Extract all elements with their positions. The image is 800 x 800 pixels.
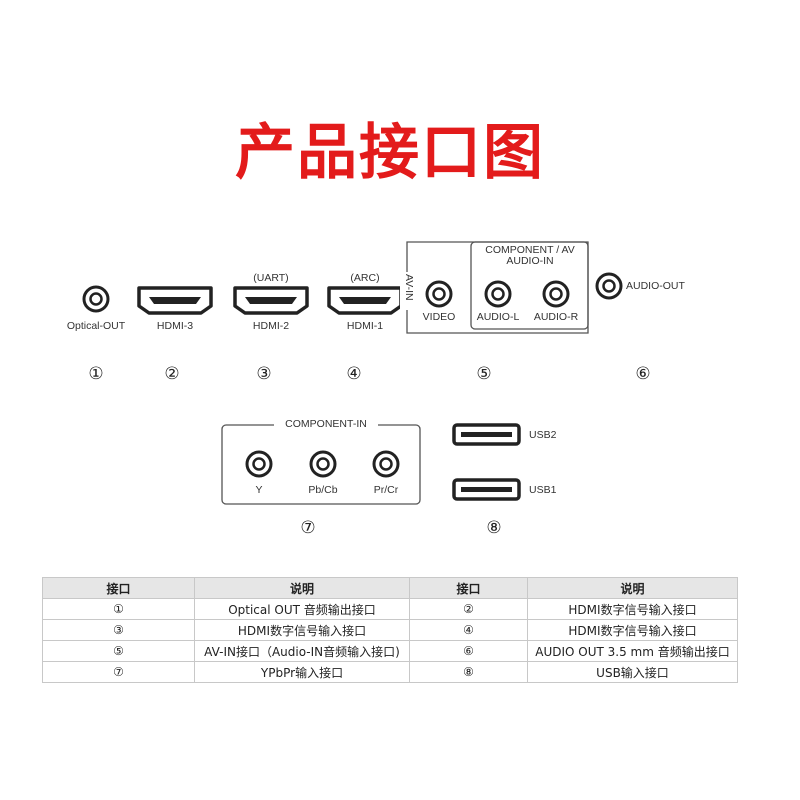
y-label: Y bbox=[255, 484, 263, 496]
table-row: ⑦ YPbPr输入接口 ⑧ USB输入接口 bbox=[42, 661, 738, 683]
table-cell: AV-IN接口（Audio-IN音频输入接口) bbox=[194, 640, 410, 662]
table-cell: ⑦ bbox=[42, 661, 195, 683]
video-label: VIDEO bbox=[422, 311, 456, 323]
header-interface: 接口 bbox=[42, 577, 195, 599]
hdmi-2-note: (UART) bbox=[253, 272, 289, 284]
table-cell: ⑥ bbox=[409, 640, 528, 662]
hdmi-3-port bbox=[137, 286, 213, 315]
component-av-title: COMPONENT / AV AUDIO-IN bbox=[481, 245, 579, 267]
hdmi-1-port bbox=[327, 286, 403, 315]
port-number-6: ⑥ bbox=[635, 364, 651, 384]
usb2-port bbox=[452, 423, 521, 446]
table-cell: ④ bbox=[409, 619, 528, 641]
audio-r-port bbox=[542, 280, 570, 308]
table-row: ⑤ AV-IN接口（Audio-IN音频输入接口) ⑥ AUDIO OUT 3.… bbox=[42, 640, 738, 662]
port-number-1: ① bbox=[88, 364, 104, 384]
table-cell: Optical OUT 音频输出接口 bbox=[194, 598, 410, 620]
port-number-7: ⑦ bbox=[300, 518, 316, 538]
port-number-2: ② bbox=[164, 364, 180, 384]
hdmi-2-port bbox=[233, 286, 309, 315]
component-in-title: COMPONENT-IN bbox=[274, 419, 378, 430]
usb2-label: USB2 bbox=[529, 429, 557, 441]
component-av-frame bbox=[470, 241, 589, 330]
pr-cr-label: Pr/Cr bbox=[373, 484, 399, 496]
table-cell: AUDIO OUT 3.5 mm 音频输出接口 bbox=[527, 640, 738, 662]
table-cell: USB输入接口 bbox=[527, 661, 738, 683]
table-cell: HDMI数字信号输入接口 bbox=[194, 619, 410, 641]
table-cell: ③ bbox=[42, 619, 195, 641]
header-interface: 接口 bbox=[409, 577, 528, 599]
table-row: ① Optical OUT 音频输出接口 ② HDMI数字信号输入接口 bbox=[42, 598, 738, 620]
port-number-8: ⑧ bbox=[486, 518, 502, 538]
pr-cr-port bbox=[372, 450, 400, 478]
optical-out-port bbox=[82, 285, 110, 313]
component-av-title-line1: COMPONENT / AV bbox=[485, 244, 575, 256]
audio-l-port bbox=[484, 280, 512, 308]
table-cell: ⑧ bbox=[409, 661, 528, 683]
table-cell: ② bbox=[409, 598, 528, 620]
usb1-port bbox=[452, 478, 521, 501]
table-row: ③ HDMI数字信号输入接口 ④ HDMI数字信号输入接口 bbox=[42, 619, 738, 641]
audio-r-label: AUDIO-R bbox=[533, 311, 579, 323]
header-description: 说明 bbox=[527, 577, 738, 599]
y-port bbox=[245, 450, 273, 478]
hdmi-3-label: HDMI-3 bbox=[156, 320, 194, 332]
hdmi-2-label: HDMI-2 bbox=[252, 320, 290, 332]
port-number-5: ⑤ bbox=[476, 364, 492, 384]
table-cell: ⑤ bbox=[42, 640, 195, 662]
header-description: 说明 bbox=[194, 577, 410, 599]
table-cell: ① bbox=[42, 598, 195, 620]
table-cell: YPbPr输入接口 bbox=[194, 661, 410, 683]
pb-cb-port bbox=[309, 450, 337, 478]
usb1-label: USB1 bbox=[529, 484, 557, 496]
av-in-gap bbox=[400, 272, 414, 310]
audio-out-port bbox=[595, 272, 623, 300]
pb-cb-label: Pb/Cb bbox=[308, 484, 338, 496]
hdmi-1-note: (ARC) bbox=[350, 272, 380, 284]
port-number-4: ④ bbox=[346, 364, 362, 384]
table-cell: HDMI数字信号输入接口 bbox=[527, 598, 738, 620]
video-port bbox=[425, 280, 453, 308]
audio-l-label: AUDIO-L bbox=[476, 311, 520, 323]
component-av-title-line2: AUDIO-IN bbox=[506, 255, 554, 267]
interface-table: 接口 说明 接口 说明 ① Optical OUT 音频输出接口 ② HDMI数… bbox=[42, 577, 738, 683]
page-title: 产品接口图 bbox=[235, 118, 545, 188]
table-header-row: 接口 说明 接口 说明 bbox=[42, 577, 738, 599]
audio-out-label: AUDIO-OUT bbox=[626, 280, 685, 292]
table-cell: HDMI数字信号输入接口 bbox=[527, 619, 738, 641]
port-number-3: ③ bbox=[256, 364, 272, 384]
optical-out-label: Optical-OUT bbox=[66, 320, 126, 332]
av-in-label: AV-IN bbox=[403, 274, 415, 301]
hdmi-1-label: HDMI-1 bbox=[346, 320, 384, 332]
